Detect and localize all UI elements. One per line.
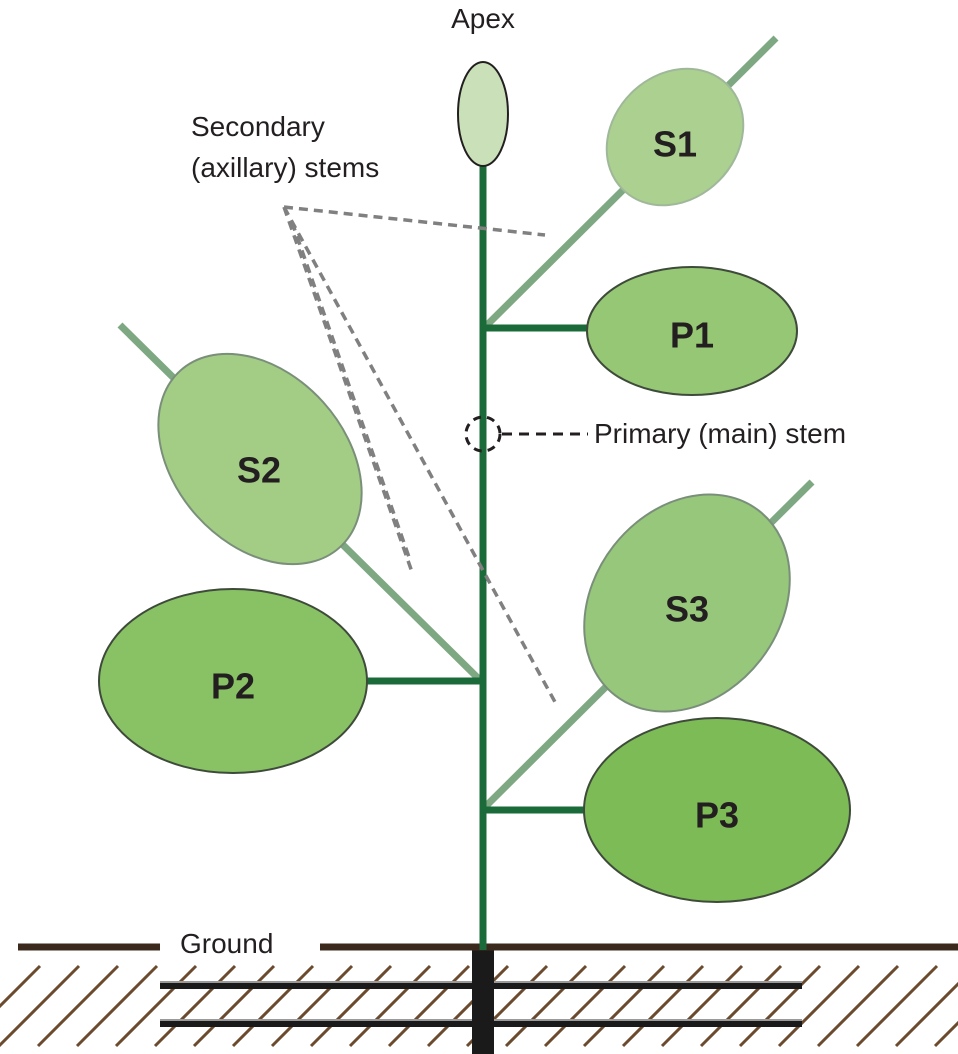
leaf-s3: S3 (583, 493, 791, 713)
soil-hatch-line (153, 964, 237, 1048)
soil-hatch-line (738, 964, 822, 1048)
apex-label: Apex (451, 3, 515, 34)
primary-stem (365, 165, 590, 950)
leaf-label-p3: P3 (695, 795, 739, 836)
underground-stems (160, 950, 802, 1054)
leaf-p3: P3 (583, 717, 851, 903)
leaf-p1: P1 (586, 266, 798, 396)
primary-callout-circle (464, 415, 502, 453)
leaf-label-s3: S3 (665, 589, 709, 630)
soil-hatch-line (933, 1020, 958, 1048)
soil-hatch-line (816, 964, 900, 1048)
soil-hatch-line (894, 981, 958, 1048)
soil-hatch-line (543, 964, 627, 1048)
soil-hatch-line (309, 964, 393, 1048)
soil-hatch-line (0, 964, 42, 1009)
soil-hatch-line (114, 964, 198, 1048)
soil-hatch-line (426, 964, 510, 1048)
apex-bud (457, 61, 509, 167)
soil-hatch-line (192, 964, 276, 1048)
secondary-label-line1: Secondary (191, 111, 325, 142)
soil-hatch-line (699, 964, 783, 1048)
soil-hatch-line (504, 964, 588, 1048)
soil-hatch-line (231, 964, 315, 1048)
leaf-label-s1: S1 (653, 124, 697, 165)
soil-hatch-line (387, 964, 471, 1048)
soil-hatch-line (348, 964, 432, 1048)
soil-hatch-line (270, 964, 354, 1048)
soil-hatch-line (777, 964, 861, 1048)
soil-hatch-line (36, 964, 120, 1048)
root (472, 950, 494, 1054)
leaf-s2: S2 (157, 352, 363, 566)
soil-hatch-line (621, 964, 705, 1048)
leaf-label-p1: P1 (670, 315, 714, 356)
secondary-callout-lines (282, 205, 557, 703)
soil-hatch-line (582, 964, 666, 1048)
soil-hatch-line (0, 964, 81, 1048)
leaf-p2: P2 (98, 588, 368, 774)
soil-hatching (0, 964, 958, 1048)
leaf-label-s2: S2 (237, 450, 281, 491)
secondary-label-line2: (axillary) stems (191, 152, 379, 183)
soil-hatch-line (855, 964, 939, 1048)
leaf-s1: S1 (605, 67, 745, 207)
leaf-label-p2: P2 (211, 666, 255, 707)
ground-label: Ground (180, 928, 273, 959)
primary-callout (464, 415, 588, 453)
primary-stem-label: Primary (main) stem (594, 418, 846, 449)
soil-hatch-line (660, 964, 744, 1048)
soil-hatch-line (75, 964, 159, 1048)
